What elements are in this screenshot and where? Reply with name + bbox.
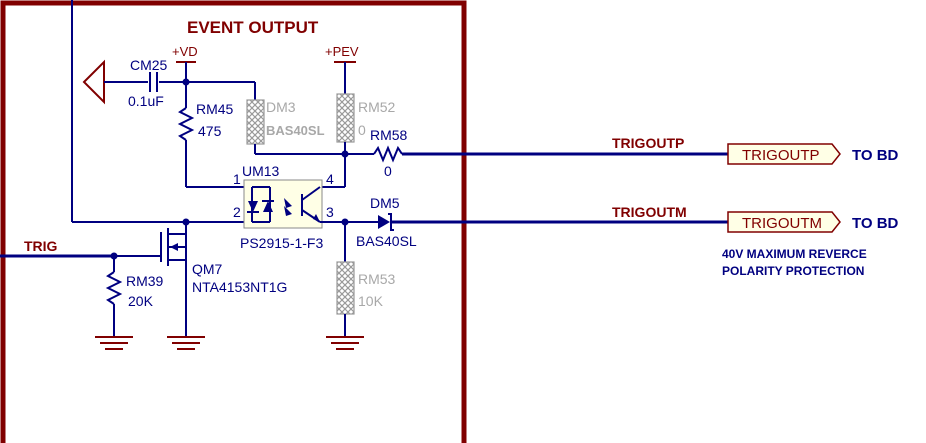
junction-qm7-drain: [182, 218, 190, 226]
um13-phototransistor-icon: [301, 186, 321, 223]
net-label-trigoutm: TRIGOUTM: [612, 204, 687, 220]
rm39-ref: RM39: [126, 273, 164, 289]
rm45-value: 475: [198, 123, 222, 139]
cm25-value: 0.1uF: [128, 93, 164, 109]
um13-pin4: 4: [326, 171, 334, 187]
port-trigoutp-label: TRIGOUTP: [742, 147, 820, 164]
port-trigoutp-dest: TO BD: [852, 147, 899, 164]
qm7-value: NTA4153NT1G: [192, 279, 287, 295]
block-title: EVENT OUTPUT: [187, 18, 319, 37]
rm58-ref: RM58: [370, 127, 408, 143]
um13-ref: UM13: [242, 163, 280, 179]
dm5-schottky-diode: [378, 213, 394, 231]
junction-vd: [182, 78, 190, 86]
block-border: [0, 0, 467, 443]
rm53-ref: RM53: [358, 271, 396, 287]
vd-power-label: +VD: [172, 44, 198, 59]
cm25-capacitor: [149, 72, 158, 92]
protection-note-line2: POLARITY PROTECTION: [722, 264, 864, 278]
rm52-value: 0: [358, 122, 366, 138]
net-label-trig: TRIG: [24, 238, 58, 254]
qm7-mosfet: [160, 228, 187, 266]
ground-icon-qm7: [167, 336, 205, 350]
um13-pin2: 2: [233, 204, 241, 220]
protection-note-line1: 40V MAXIMUM REVERCE: [722, 247, 867, 261]
chassis-ground-icon: [82, 59, 105, 105]
rm58-value: 0: [384, 163, 392, 179]
um13-led-icon: [247, 186, 274, 223]
dm3-dnp-part: [246, 99, 265, 145]
rm52-dnp-part: [336, 93, 355, 143]
net-label-trigoutp: TRIGOUTP: [612, 135, 684, 151]
dm3-value: BAS40SL: [266, 123, 325, 138]
pev-power-label: +PEV: [325, 44, 359, 59]
ground-icon-rm53: [326, 336, 364, 350]
rm58-resistor: [373, 145, 403, 163]
port-trigoutm-label: TRIGOUTM: [742, 215, 822, 232]
port-trigoutp: TRIGOUTP: [727, 143, 841, 165]
ground-icon-rm39: [95, 336, 133, 350]
um13-pin3: 3: [326, 204, 334, 220]
um13-value: PS2915-1-F3: [240, 235, 323, 251]
rm53-dnp-part: [336, 261, 355, 315]
um13-light-arrows-icon: [284, 198, 292, 216]
dm3-ref: DM3: [266, 99, 296, 115]
cm25-ref: CM25: [130, 57, 168, 73]
rm39-resistor: [105, 271, 123, 305]
um13-pin1: 1: [233, 171, 241, 187]
port-trigoutm-dest: TO BD: [852, 215, 899, 232]
rm53-value: 10K: [358, 293, 384, 309]
qm7-ref: QM7: [192, 261, 223, 277]
rm45-resistor: [177, 107, 195, 141]
dm5-value: BAS40SL: [356, 233, 417, 249]
rm45-ref: RM45: [196, 101, 234, 117]
rm52-ref: RM52: [358, 99, 396, 115]
rm39-value: 20K: [128, 293, 154, 309]
dm5-ref: DM5: [370, 195, 400, 211]
port-trigoutm: TRIGOUTM: [727, 211, 841, 233]
